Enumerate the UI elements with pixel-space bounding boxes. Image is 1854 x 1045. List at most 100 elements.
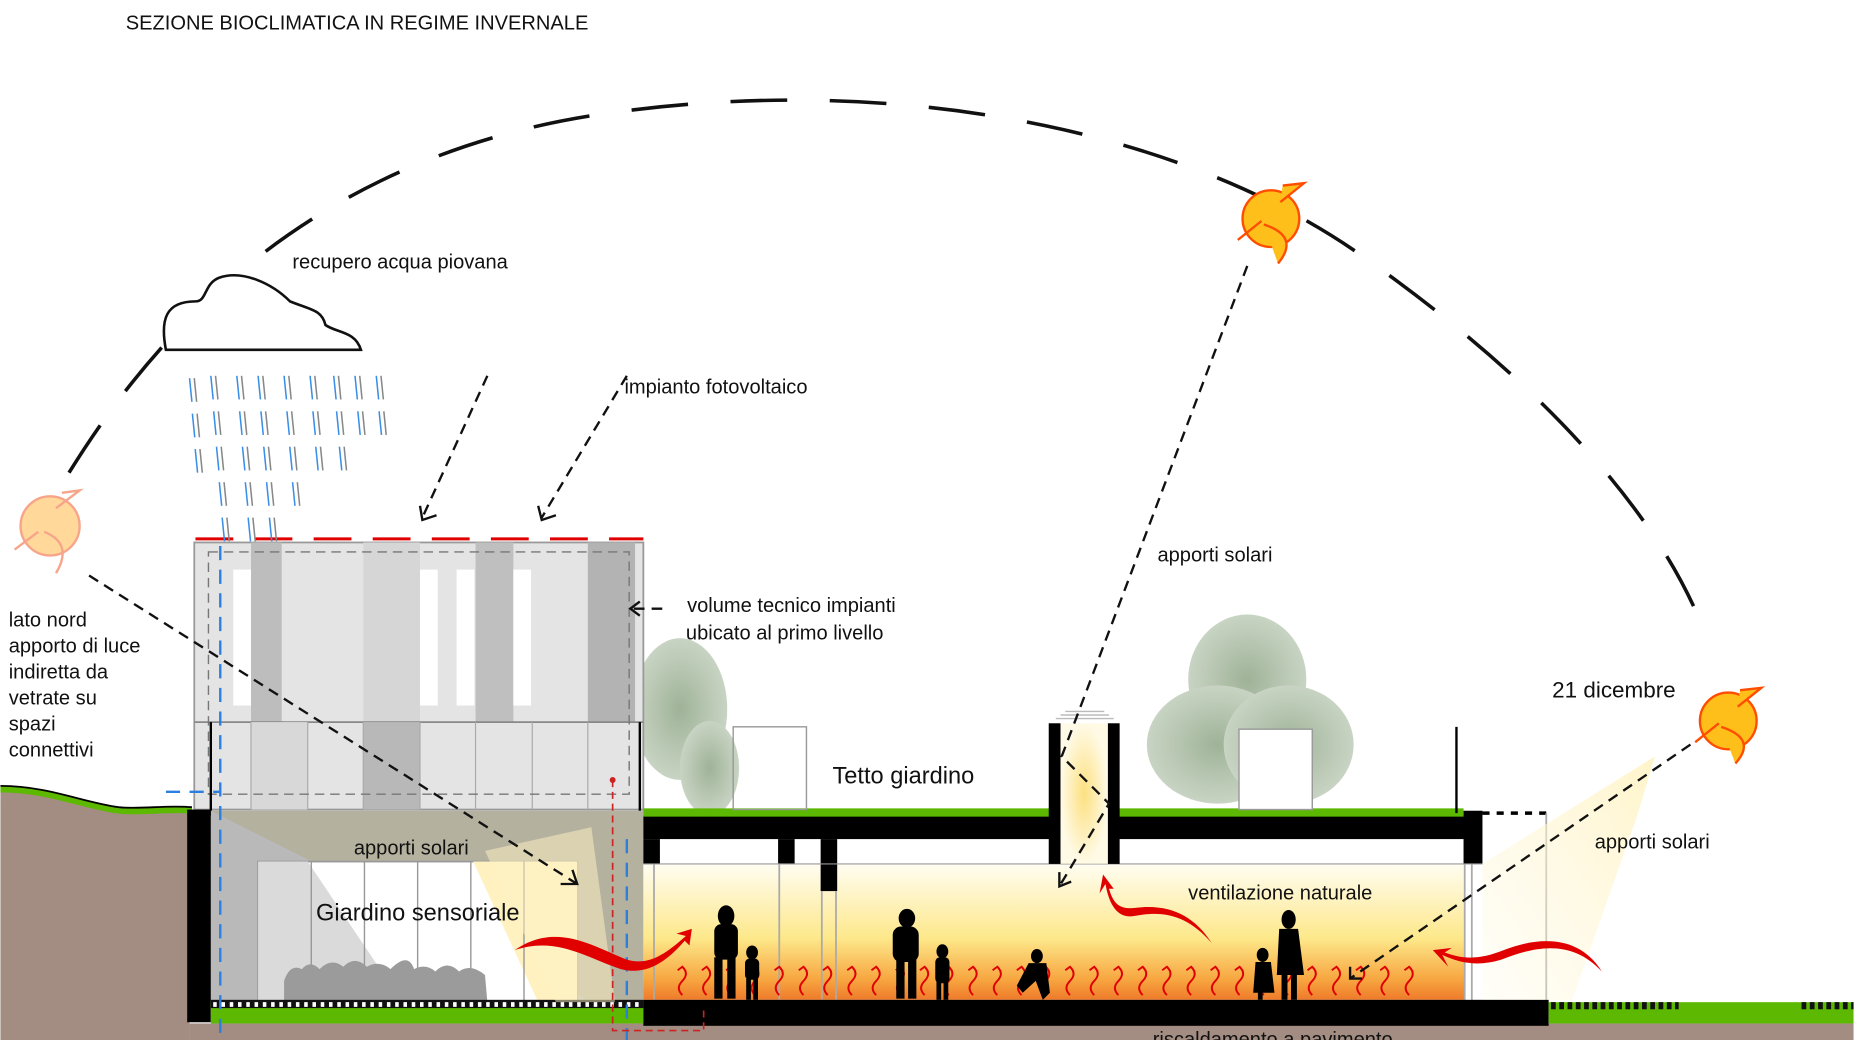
rain-drop [332, 375, 337, 400]
rain-drop [262, 446, 267, 471]
rain-drop [236, 375, 240, 400]
heat-wave [846, 965, 857, 996]
label-roof-garden: Tetto giardino [832, 764, 974, 790]
heat-wave [967, 965, 978, 996]
ground-soil-bottom [189, 1023, 1854, 1040]
solar-beam-left [485, 827, 615, 1003]
rain-drop [338, 446, 343, 471]
sun-path-arc [67, 98, 1704, 628]
label-technical-volume: volume tecnico impianti ubicato al primo… [686, 595, 896, 644]
rain-drop [288, 446, 293, 471]
rain-drop [220, 446, 225, 471]
rain-drop [335, 411, 340, 435]
label-solar-gains-garden: apporti solari [354, 837, 469, 859]
rain-drop [240, 375, 245, 400]
solar-beam-right [1482, 756, 1655, 1000]
rain-drop [246, 446, 251, 471]
cloud-icon [162, 274, 363, 352]
heat-wave [1064, 965, 1075, 996]
rain-drop [214, 375, 219, 400]
rain-drop [314, 375, 318, 400]
rain-drop [193, 378, 198, 402]
label-rainwater: recupero acqua piovana [292, 251, 508, 273]
rain-drop [273, 517, 278, 542]
heat-wave [1161, 965, 1172, 996]
heat-wave [870, 965, 881, 996]
rain-drop [286, 411, 291, 435]
solar-ray-winter [1349, 743, 1692, 980]
service-line-red [611, 780, 705, 1032]
rain-drop [252, 517, 257, 542]
floor-slab [643, 999, 1549, 1026]
rain-drop [316, 411, 321, 435]
rain-drop [241, 446, 246, 471]
heat-wave [1379, 965, 1390, 996]
rain-drop [288, 375, 292, 400]
diagram-title: SEZIONE BIOCLIMATICA IN REGIME INVERNALE [126, 13, 589, 35]
rain-drop [217, 411, 222, 435]
solar-ray-skylight [1058, 265, 1249, 887]
rain-drop [221, 517, 226, 542]
heat-wave [677, 965, 687, 996]
heat-wave [992, 965, 1002, 996]
heat-wave [919, 965, 930, 996]
rain-drop [290, 411, 295, 435]
label-solar-gains-right: apporti solari [1595, 832, 1710, 854]
heat-wave [1306, 965, 1317, 996]
rain-drop [358, 375, 363, 400]
rain-drop [226, 517, 231, 542]
rain-drop [223, 482, 228, 506]
label-sensory-garden: Giardino sensoriale [316, 901, 520, 927]
svg-text:vetrate su: vetrate su [9, 687, 97, 709]
heat-wave [1185, 965, 1196, 996]
heat-wave [1403, 965, 1414, 996]
label-solstice-date: 21 dicembre [1552, 677, 1675, 702]
technical-volume-building [193, 541, 645, 816]
heat-wave [1113, 965, 1123, 996]
rain-drop [378, 411, 383, 435]
heat-wave [1137, 965, 1148, 996]
heat-wave [1331, 965, 1341, 996]
label-natural-ventilation: ventilazione naturale [1188, 882, 1372, 904]
rain-drop [296, 482, 301, 506]
heat-wave [773, 965, 784, 996]
ground-grass-right [1548, 1002, 1854, 1024]
rain-drop [218, 482, 223, 506]
rain-drop [265, 482, 270, 506]
rain-drop [212, 411, 217, 435]
ground-line [0, 785, 192, 809]
rain-drop [262, 375, 266, 400]
svg-text:spazi: spazi [9, 713, 56, 735]
heat-wave [1234, 965, 1245, 996]
garden-floor-grate [210, 999, 644, 1009]
rain-drop [215, 446, 220, 471]
heat-wave [1088, 965, 1099, 996]
rain-drop [291, 482, 296, 506]
heat-wave [822, 965, 833, 996]
rain-drop [264, 411, 269, 435]
rain-drop [343, 446, 348, 471]
sun-icon [1237, 181, 1308, 265]
rain-drop [312, 411, 317, 435]
rain-drop [257, 375, 262, 400]
rain-drop [319, 446, 324, 471]
sun-icon [1694, 686, 1766, 765]
rain-drop [314, 446, 319, 471]
rain-drop [283, 375, 288, 400]
svg-text:indiretta da: indiretta da [9, 661, 109, 683]
solar-ray-pv [421, 375, 628, 519]
label-floor-heating: riscaldamento a pavimento [1153, 1029, 1393, 1040]
rain-drop [337, 375, 342, 400]
label-north-side: lato nord apporto di luce indiretta da v… [9, 609, 141, 761]
rain-drop [238, 411, 243, 435]
heat-wave [701, 965, 712, 996]
rain-drop [249, 482, 254, 506]
rain-drop [243, 411, 248, 435]
svg-text:apporto di luce: apporto di luce [9, 635, 141, 657]
svg-text:ubicato al primo livello: ubicato al primo livello [686, 622, 884, 644]
rain-drop [270, 482, 275, 506]
rain-drop [340, 411, 345, 435]
rain-drop [194, 449, 199, 473]
svg-text:volume tecnico impianti: volume tecnico impianti [687, 595, 896, 617]
